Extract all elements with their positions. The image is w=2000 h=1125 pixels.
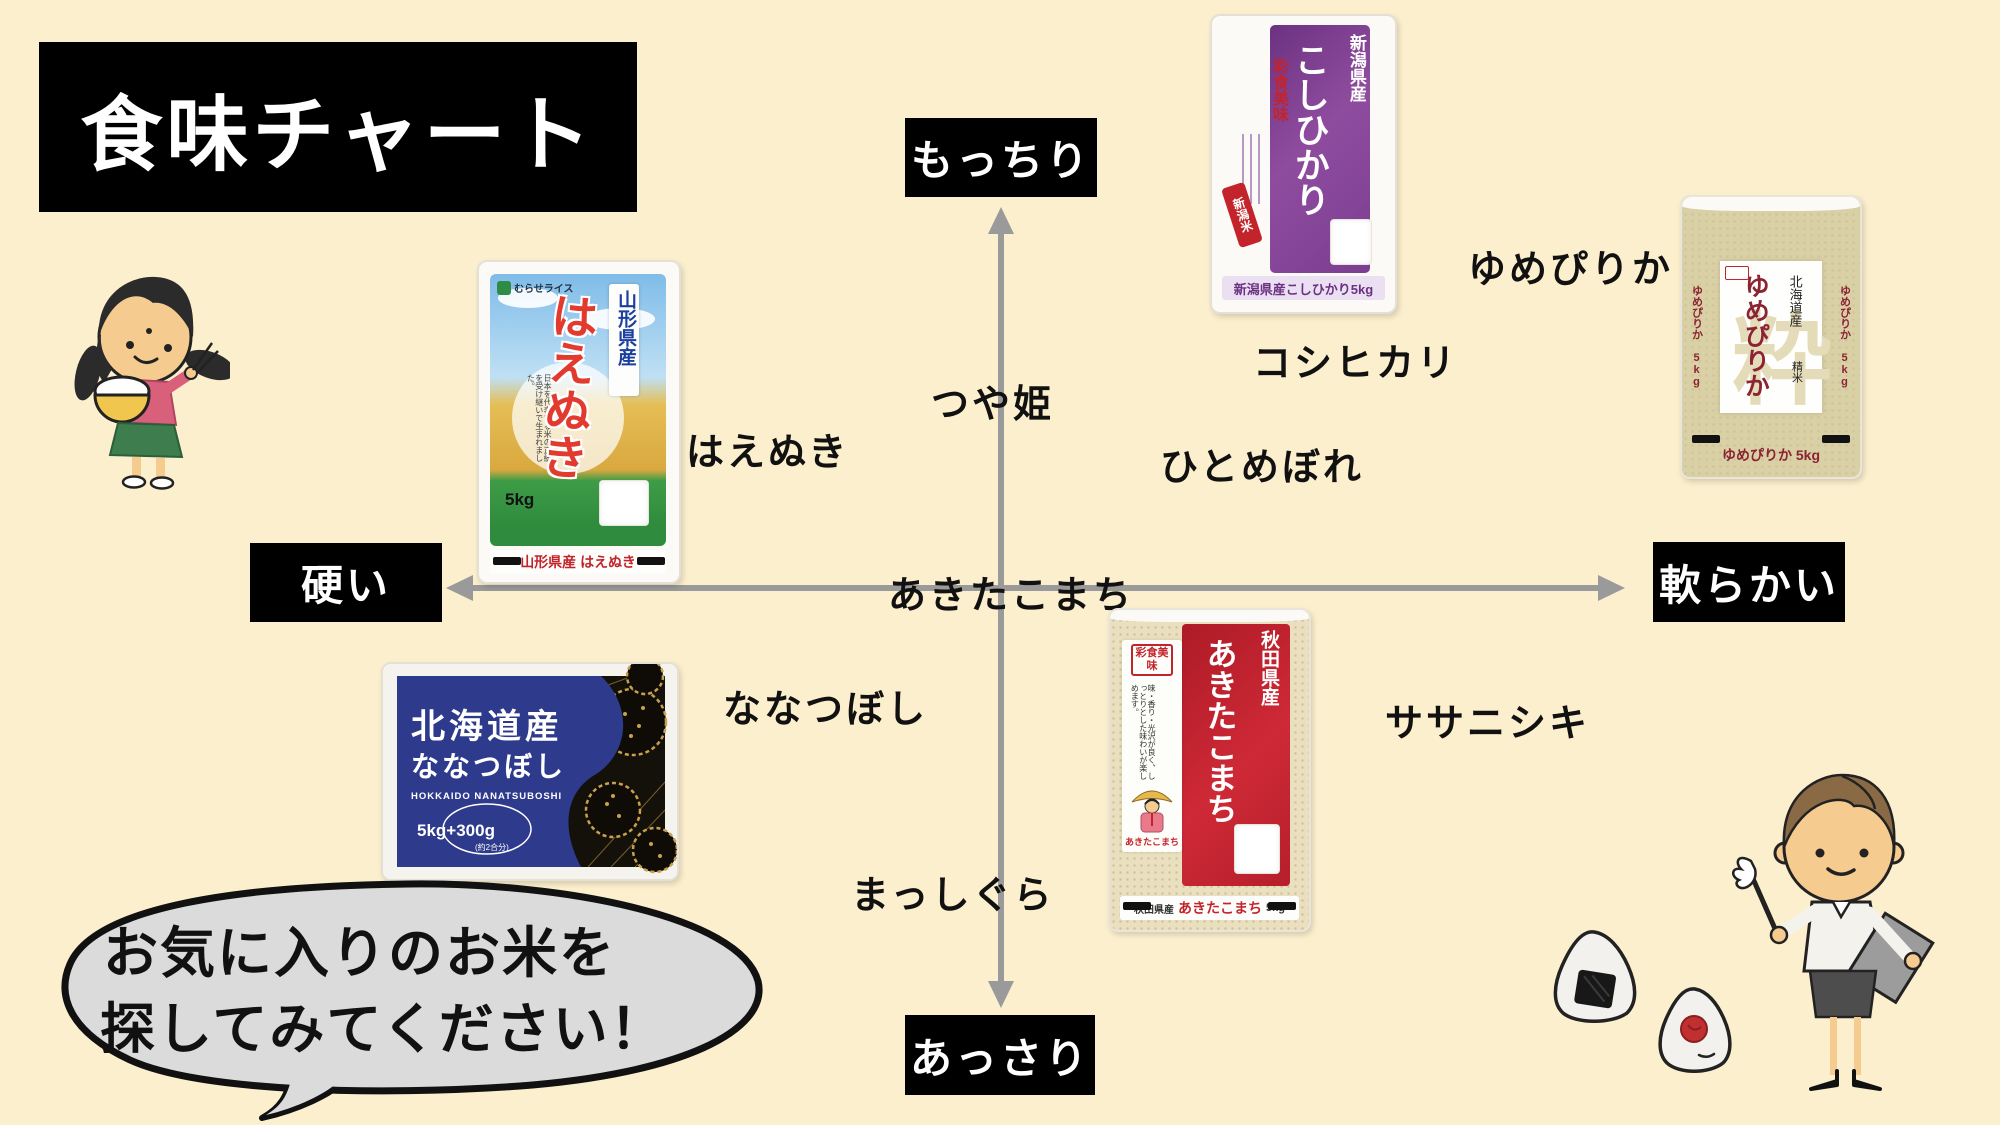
akitakomachi-brand-logo: 彩食美味: [1131, 644, 1173, 677]
akitakomachi-window: [1234, 824, 1280, 874]
akitakomachi-left-panel: 彩食美味 味・香り・光沢が良く、しっとりとした味わいが楽しめます。 あきたこまち: [1122, 640, 1182, 852]
koshihikari-description-lines: [1242, 134, 1264, 204]
koshihikari-name: こしひかり: [1289, 42, 1329, 217]
yumepirika-cert-mark: [1725, 266, 1749, 280]
koshihikari-bottom-label: 新潟県産こしひかり5kg: [1233, 281, 1374, 297]
koshihikari-region: 新潟県産: [1346, 34, 1366, 102]
yumepirika-label-panel: 粋 ゆめぴりか 北海道産 精米: [1720, 261, 1832, 417]
akitakomachi-region: 秋田県産: [1257, 630, 1279, 706]
akitakomachi-bottom-region: 秋田県産: [1134, 904, 1175, 916]
onigiri-nori-illustration: [1553, 930, 1637, 1023]
haenuki-center-circle: [512, 362, 624, 474]
haenuki-bottom-band: 山形県産 はえぬき: [490, 550, 666, 574]
variety-label-masshigura: まっしぐら: [851, 875, 1055, 917]
yumepirika-milled: 精米: [1790, 361, 1803, 383]
variety-label-akitakomachi: あきたこまち: [888, 575, 1135, 617]
variety-label-tsuyahime: つや姫: [931, 384, 1055, 426]
package-akitakomachi: あきたこまち 秋田県産 彩食美味 味・香り・光沢が良く、しっとりとした味わいが楽…: [1108, 608, 1311, 932]
nanatsuboshi-weight-note: (約2合分): [475, 842, 509, 852]
akitakomachi-bottom-name: あきたこまち: [1178, 900, 1263, 916]
variety-label-koshihikari: コシヒカリ: [1253, 343, 1459, 385]
akitakomachi-corner-bar-right: [1268, 902, 1296, 910]
page-title-text: 食味チャート: [80, 89, 596, 181]
presenter-woman-illustration: [1732, 773, 1935, 1091]
onigiri-ume-illustration: [1658, 987, 1732, 1073]
axis-label-right: 軟らかい: [1653, 542, 1845, 622]
yumepirika-corner-bar-left: [1692, 435, 1720, 443]
haenuki-maker-mark: [497, 280, 511, 295]
yumepirika-bag-top-crinkle: [1682, 197, 1860, 211]
variety-label-sasanishiki: ササニシキ: [1385, 703, 1591, 745]
nanatsuboshi-romaji: HOKKAIDO NANATSUBOSHI: [411, 791, 562, 802]
axis-label-bottom: あっさり: [905, 1015, 1095, 1095]
package-haenuki: 日本を代表する米の正統を受け継いで生まれました。 むらせライス 山形県産 はえぬ…: [477, 260, 681, 584]
package-nanatsuboshi: 北海道産 ななつぼし HOKKAIDO NANATSUBOSHI 5kg+300…: [381, 662, 679, 881]
yumepirika-region: 北海道産: [1787, 275, 1803, 327]
haenuki-cloud: [498, 288, 558, 308]
axis-label-top: もっちり: [905, 118, 1097, 197]
akitakomachi-bag-top-crinkle: [1110, 610, 1309, 622]
nanatsuboshi-region: 北海道産: [411, 708, 563, 746]
axis-label-top-text: もっちり: [910, 137, 1091, 184]
koshihikari-window: [1330, 219, 1372, 265]
akitakomachi-brand-logo-text: 彩食美味: [1135, 647, 1169, 673]
axis-label-right-text: 軟らかい: [1658, 561, 1839, 609]
yumepirika-corner-bar-right: [1822, 435, 1850, 443]
akitakomachi-description: 味・香り・光沢が良く、しっとりとした味わいが楽しめます。: [1130, 684, 1157, 780]
akitakomachi-komachi-illustration: [1131, 790, 1173, 833]
koshihikari-bottom-band: 新潟県産こしひかり5kg: [1222, 276, 1385, 300]
variety-label-nanatsuboshi: ななつぼし: [723, 689, 929, 731]
yumepirika-side-label-right: ゆめぴりか 5kg: [1838, 285, 1851, 388]
nanatsuboshi-name: ななつぼし: [411, 751, 566, 782]
package-yumepirika: ゆめぴりか 5kg ゆめぴりか 5kg 粋 ゆめぴりか 北海道産 精米 ゆめぴり…: [1680, 195, 1862, 479]
speech-bubble: [61, 880, 763, 1121]
axis-label-bottom-text: あっさり: [909, 1034, 1090, 1082]
yumepirika-name: ゆめぴりか: [1741, 273, 1770, 398]
akitakomachi-small-label: あきたこまち: [1124, 837, 1179, 847]
haenuki-corner-bar-right: [637, 557, 665, 565]
haenuki-description: 日本を代表する米の正統を受け継いで生まれました。: [526, 374, 553, 462]
koshihikari-brand-logo: 彩食美味: [1270, 58, 1287, 122]
bubble-text-line1: お気に入りのお米を: [103, 922, 617, 984]
variety-label-hitomebore: ひとめぼれ: [1160, 447, 1364, 489]
yumepirika-side-label-left: ゆめぴりか 5kg: [1690, 285, 1703, 388]
axis-label-left: 硬い: [250, 543, 442, 622]
package-koshihikari: 新潟県産 こしひかり 彩食美味 新潟米 新潟県産こしひかり5kg: [1210, 14, 1397, 314]
haenuki-weight: 5kg: [505, 490, 535, 509]
haenuki-region-ribbon: 山形県産: [609, 284, 639, 396]
yumepirika-watermark: 粋: [1732, 305, 1832, 417]
page-title: 食味チャート: [39, 42, 637, 212]
haenuki-artwork: 日本を代表する米の正統を受け継いで生まれました。: [490, 274, 666, 546]
nanatsuboshi-artwork: 北海道産 ななつぼし HOKKAIDO NANATSUBOSHI 5kg+300…: [383, 664, 677, 879]
variety-label-yumepirika: ゆめぴりか: [1468, 249, 1674, 291]
nanatsuboshi-weight: 5kg+300g: [417, 821, 495, 840]
variety-label-haenuki: はえぬき: [686, 432, 850, 474]
akitakomachi-corner-bar-left: [1123, 902, 1151, 910]
akitakomachi-name: あきたこまち: [1201, 638, 1237, 824]
haenuki-maker-name: むらせライス: [514, 284, 574, 295]
haenuki-window: [599, 480, 649, 526]
haenuki-region: 山形県産: [615, 290, 636, 366]
girl-eating-rice-illustration: [74, 276, 230, 490]
bubble-text-line2: 探してみてください！: [100, 998, 667, 1060]
axis-label-left-text: 硬い: [300, 562, 391, 609]
yumepirika-bottom-label: ゆめぴりか 5kg: [1721, 447, 1820, 463]
haenuki-maker-logo: むらせライス: [497, 280, 574, 295]
haenuki-bottom-label: 山形県産 はえぬき: [520, 554, 636, 570]
koshihikari-seal-text: 新潟米: [1230, 195, 1255, 235]
haenuki-corner-bar-left: [493, 557, 521, 565]
